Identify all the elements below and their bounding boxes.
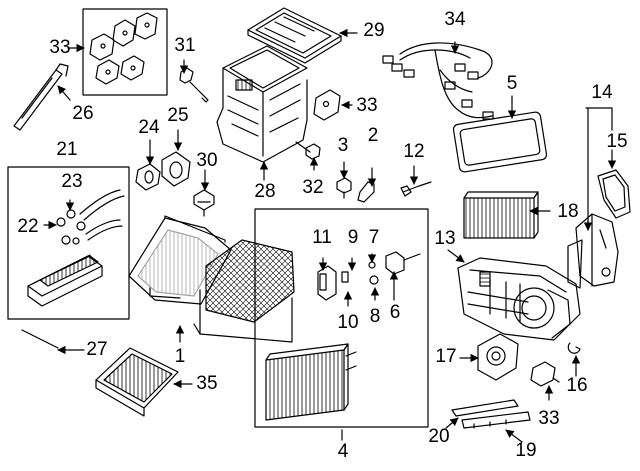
callout-17: 17 <box>435 346 457 367</box>
callout-7: 7 <box>368 227 380 248</box>
heater-core-kit <box>27 189 125 307</box>
callout-16: 16 <box>566 375 588 396</box>
leader-lines <box>43 28 617 443</box>
callout-33-mid: 33 <box>356 95 378 116</box>
callout-33-lower-right: 33 <box>538 408 560 429</box>
duct-seal <box>597 169 631 219</box>
callout-2: 2 <box>367 125 379 146</box>
cabin-filter <box>463 191 539 239</box>
callout-31: 31 <box>174 35 196 56</box>
actuator-mid <box>313 89 341 121</box>
callout-4: 4 <box>337 441 349 462</box>
callout-18: 18 <box>557 201 579 222</box>
actuator-lower <box>530 361 560 387</box>
callout-5: 5 <box>506 73 518 94</box>
blower-motor <box>477 333 519 381</box>
callout-35: 35 <box>196 373 218 394</box>
evaporator-kit <box>265 251 421 421</box>
callout-34: 34 <box>444 9 466 30</box>
callout-26: 26 <box>72 103 94 124</box>
group-box-actuators <box>82 8 168 96</box>
callout-20: 20 <box>428 426 450 447</box>
filter-seal-frame <box>452 111 548 173</box>
callout-14: 14 <box>591 82 613 103</box>
wiring-harness <box>382 42 494 120</box>
callout-13: 13 <box>434 228 456 249</box>
small-fittings <box>295 141 432 203</box>
callout-9: 9 <box>347 227 359 248</box>
callout-23: 23 <box>61 171 83 192</box>
upper-housing <box>216 45 308 163</box>
valve <box>193 189 215 217</box>
clip <box>567 342 581 354</box>
seal-strips <box>451 399 531 429</box>
hvac-housing-assembly <box>457 257 581 341</box>
callout-33-top-left: 33 <box>49 37 71 58</box>
callout-6: 6 <box>389 302 401 323</box>
callout-11: 11 <box>312 227 332 248</box>
callout-21: 21 <box>56 139 78 160</box>
callout-12: 12 <box>403 141 425 162</box>
callout-10: 10 <box>337 312 359 333</box>
callout-8: 8 <box>369 306 381 327</box>
callout-27: 27 <box>86 339 108 360</box>
round-seals <box>135 151 191 191</box>
lower-housing <box>128 215 295 343</box>
callout-24: 24 <box>138 117 160 138</box>
callout-19: 19 <box>515 440 537 461</box>
callout-3: 3 <box>337 135 349 156</box>
callout-30: 30 <box>196 150 218 171</box>
heater-core <box>95 347 179 417</box>
callout-22: 22 <box>17 216 39 237</box>
callout-15: 15 <box>606 131 628 152</box>
callout-32: 32 <box>302 177 324 198</box>
callout-1: 1 <box>174 346 186 367</box>
callout-28: 28 <box>254 181 276 202</box>
right-housing <box>567 213 619 289</box>
group-box-heater-core-kit <box>7 166 130 320</box>
drain-hose <box>21 329 59 349</box>
callout-25: 25 <box>167 105 189 126</box>
filter-frame <box>247 7 342 64</box>
callout-29: 29 <box>363 20 385 41</box>
actuator-motors-group <box>89 12 158 85</box>
duct-wand <box>13 63 69 131</box>
